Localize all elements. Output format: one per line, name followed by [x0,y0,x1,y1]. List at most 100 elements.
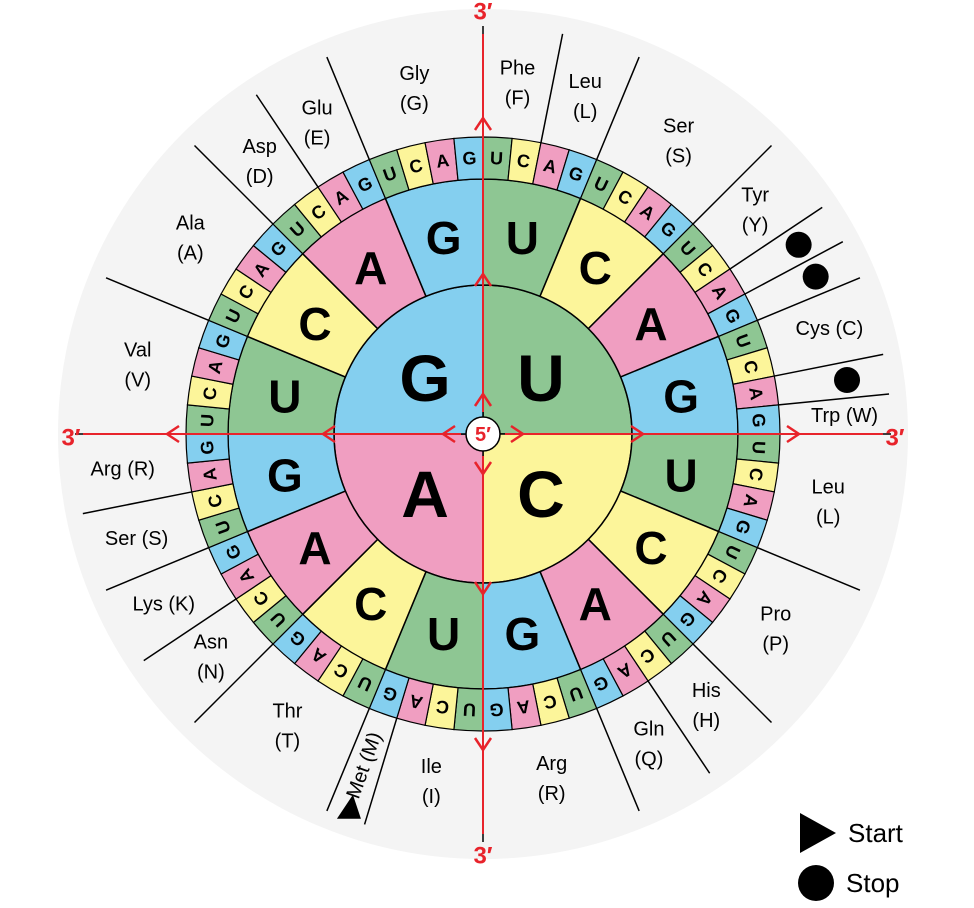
amino-acid-label: Ser [663,115,694,137]
amino-acid-code: (Q) [634,748,663,770]
amino-acid-label: Gln [633,718,664,740]
amino-acid-divider [729,206,823,270]
second-base-letter: G [267,449,303,501]
third-base-letter: G [489,699,504,720]
amino-acid-divider [326,708,371,812]
amino-acid-label: Lys (K) [132,594,195,616]
arrow-head-icon [473,271,493,287]
second-base-letter: U [427,608,460,660]
third-base-letter: U [462,699,476,720]
third-base-letter: C [204,492,227,509]
amino-acid-divider [595,56,640,160]
amino-acid-divider [255,94,319,188]
amino-acid-divider [774,353,884,377]
amino-acid-label: Asp [242,136,276,158]
second-base-letter: C [298,298,331,350]
arrow-head-icon [164,424,180,444]
amino-acid-code: (L) [573,101,597,123]
amino-acid-code: (G) [400,93,429,115]
arrow-head-icon [440,424,456,444]
amino-acid-label: Val [124,339,151,361]
legend-start: Start [796,808,903,858]
amino-acid-label: His [692,680,721,702]
third-base-letter: A [199,467,221,483]
five-prime-circle [465,416,501,452]
third-base-letter: A [407,690,424,713]
amino-acid-code: (T) [275,731,301,753]
third-base-letter: G [748,413,769,428]
amino-acid-label: Leu [568,71,601,93]
third-base-letter: G [566,162,586,186]
amino-acid-divider [692,144,773,225]
amino-acid-divider [744,241,844,295]
third-base-letter: C [407,155,424,178]
direction-axes: 3′3′3′3′5′ [61,0,904,870]
amino-acid-code: (N) [197,661,225,683]
third-base-letter: U [212,517,235,536]
first-base-letter: U [517,341,565,415]
amino-acid-code: (V) [124,369,151,391]
second-base-letter: A [298,522,331,574]
second-base-letter: U [506,212,539,264]
legend-stop: Stop [796,858,903,908]
second-base-letter: U [665,449,698,501]
arrow-head-icon [510,424,526,444]
third-base-letter: A [739,492,762,509]
third-base-letter: U [381,163,400,186]
first-base-letter: C [517,457,565,531]
legend-stop-label: Stop [846,867,900,898]
third-base-letter: A [204,358,227,375]
amino-acid-divider [540,33,564,143]
second-base-letter: G [505,608,541,660]
second-base-letter: A [579,578,612,630]
legend-start-label: Start [848,817,903,848]
arrow-head-icon [630,424,646,444]
amino-acid-code: (F) [505,88,531,110]
amino-acid-code: (E) [304,128,331,150]
third-base-letter: C [435,696,451,718]
three-prime-label: 3′ [61,425,80,452]
second-base-letter: C [579,242,612,294]
first-base-letter: G [399,341,450,415]
stop-circle-icon [802,263,829,290]
third-base-letter: U [490,148,504,169]
stop-circle-icon [798,865,834,901]
amino-acid-code: (D) [246,166,274,188]
amino-acid-divider [757,277,861,322]
second-base-letter: G [663,371,699,423]
third-base-letter: C [745,467,767,483]
third-base-letter: G [380,682,400,706]
amino-acid-divider [193,144,274,225]
third-base-letter: C [199,386,221,402]
third-base-letter: U [731,332,754,351]
amino-acid-label: Thr [272,701,302,723]
arrow-head-icon [473,581,493,597]
start-triangle-icon [800,813,836,853]
amino-acid-divider [143,598,237,662]
legend: Start Stop [796,808,903,908]
amino-acid-code: (A) [177,242,204,264]
second-base-letter: U [268,371,301,423]
amino-acid-label: Ile [421,756,442,778]
third-base-letter: U [197,413,218,427]
third-base-letter: G [462,148,477,169]
third-base-letter: A [435,150,451,172]
three-prime-label: 3′ [473,0,492,26]
amino-acid-code: (S) [665,145,692,167]
arrow-head-icon [786,424,802,444]
amino-acid-divider [105,546,209,591]
amino-acid-divider [105,277,209,322]
amino-acid-label: Ser (S) [105,528,168,550]
three-prime-label: 3′ [885,425,904,452]
amino-acid-label: Arg [536,753,567,775]
amino-acid-code: (I) [422,786,441,808]
third-base-letter: G [197,440,218,455]
amino-acid-divider [692,643,773,724]
amino-acid-divider [82,491,192,515]
amino-acid-label: Trp (W) [811,405,878,427]
start-triangle-icon [336,794,361,819]
